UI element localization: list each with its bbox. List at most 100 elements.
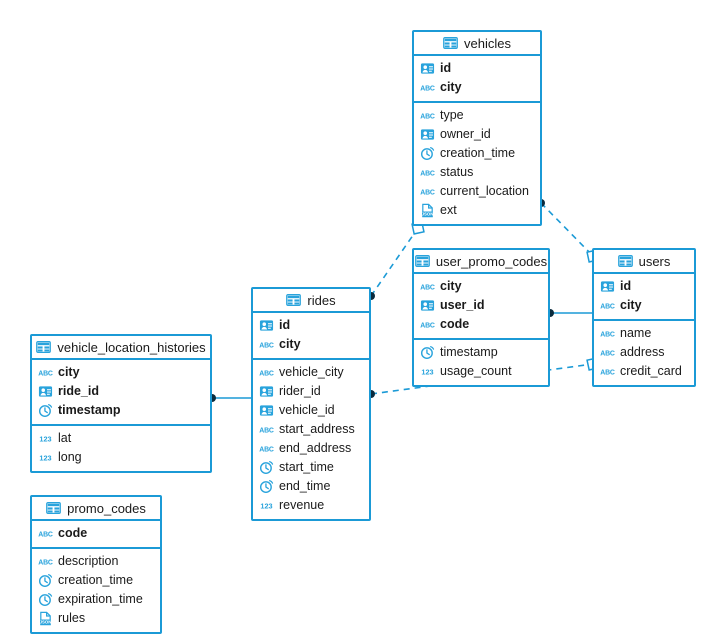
primary-key-row-ride_id[interactable]: ride_id <box>32 382 210 401</box>
relationship-rel-vlh-rides[interactable] <box>208 394 251 402</box>
field-row-type[interactable]: ABC type <box>414 106 540 125</box>
field-name-label: description <box>58 554 119 569</box>
abc-icon: ABC <box>420 80 435 95</box>
clock-icon <box>420 345 435 360</box>
primary-key-row-timestamp[interactable]: timestamp <box>32 401 210 420</box>
field-name-label: end_time <box>279 479 331 494</box>
json-doc-icon: JSON <box>420 203 435 218</box>
table-name-label: promo_codes <box>67 500 146 516</box>
table-grid-icon <box>46 502 61 514</box>
table-name-label: users <box>638 253 671 269</box>
table-header-vehicle_location_histories[interactable]: vehicle_location_histories <box>32 336 210 360</box>
svg-text:ABC: ABC <box>420 284 435 291</box>
svg-text:JSON: JSON <box>422 211 434 216</box>
json-doc-icon: JSON <box>38 611 53 626</box>
field-row-vehicle_id[interactable]: vehicle_id <box>253 401 369 420</box>
abc-icon: ABC <box>259 337 274 352</box>
primary-key-row-id[interactable]: id <box>594 277 694 296</box>
clock-icon <box>38 592 53 607</box>
svg-text:123: 123 <box>421 367 433 376</box>
field-name-label: ext <box>440 203 457 218</box>
field-row-rider_id[interactable]: rider_id <box>253 382 369 401</box>
field-row-start_time[interactable]: start_time <box>253 458 369 477</box>
field-name-label: revenue <box>279 498 325 513</box>
field-row-status[interactable]: ABC status <box>414 163 540 182</box>
primary-key-row-city[interactable]: ABC city <box>32 363 210 382</box>
relationship-rel-upc-users[interactable] <box>546 309 592 317</box>
svg-text:ABC: ABC <box>420 189 435 196</box>
field-row-timestamp[interactable]: timestamp <box>414 343 548 362</box>
field-row-expiration_time[interactable]: expiration_time <box>32 590 160 609</box>
svg-text:ABC: ABC <box>420 170 435 177</box>
primary-key-row-id[interactable]: id <box>253 316 369 335</box>
table-header-users[interactable]: users <box>594 250 694 274</box>
field-row-creation_time[interactable]: creation_time <box>32 571 160 590</box>
contact-card-icon <box>259 318 274 333</box>
field-name-label: type <box>440 108 464 123</box>
primary-key-row-id[interactable]: id <box>414 59 540 78</box>
123-icon: 123 <box>38 450 53 465</box>
primary-key-row-user_id[interactable]: user_id <box>414 296 548 315</box>
field-row-ext[interactable]: JSON ext <box>414 201 540 220</box>
svg-text:ABC: ABC <box>600 369 615 376</box>
table-header-rides[interactable]: rides <box>253 289 369 313</box>
primary-key-row-city[interactable]: ABC city <box>414 78 540 97</box>
table-name-label: rides <box>307 292 336 308</box>
contact-card-icon <box>420 127 435 142</box>
contact-card-icon <box>259 384 274 399</box>
field-name-label: city <box>279 337 301 352</box>
field-name-label: creation_time <box>440 146 516 161</box>
field-name-label: city <box>58 365 80 380</box>
abc-icon: ABC <box>420 108 435 123</box>
contact-card-icon <box>38 384 53 399</box>
field-row-creation_time[interactable]: creation_time <box>414 144 540 163</box>
field-name-label: timestamp <box>58 403 121 418</box>
field-row-end_time[interactable]: end_time <box>253 477 369 496</box>
field-name-label: status <box>440 165 474 180</box>
field-name-label: timestamp <box>440 345 498 360</box>
svg-text:ABC: ABC <box>259 342 274 349</box>
abc-icon: ABC <box>600 364 615 379</box>
table-header-promo_codes[interactable]: promo_codes <box>32 497 160 521</box>
field-name-label: city <box>440 80 462 95</box>
field-row-owner_id[interactable]: owner_id <box>414 125 540 144</box>
svg-text:ABC: ABC <box>420 85 435 92</box>
abc-icon: ABC <box>420 317 435 332</box>
table-header-user_promo_codes[interactable]: user_promo_codes <box>414 250 548 274</box>
table-header-vehicles[interactable]: vehicles <box>414 32 540 56</box>
svg-text:ABC: ABC <box>38 370 53 377</box>
primary-key-row-city[interactable]: ABC city <box>253 335 369 354</box>
